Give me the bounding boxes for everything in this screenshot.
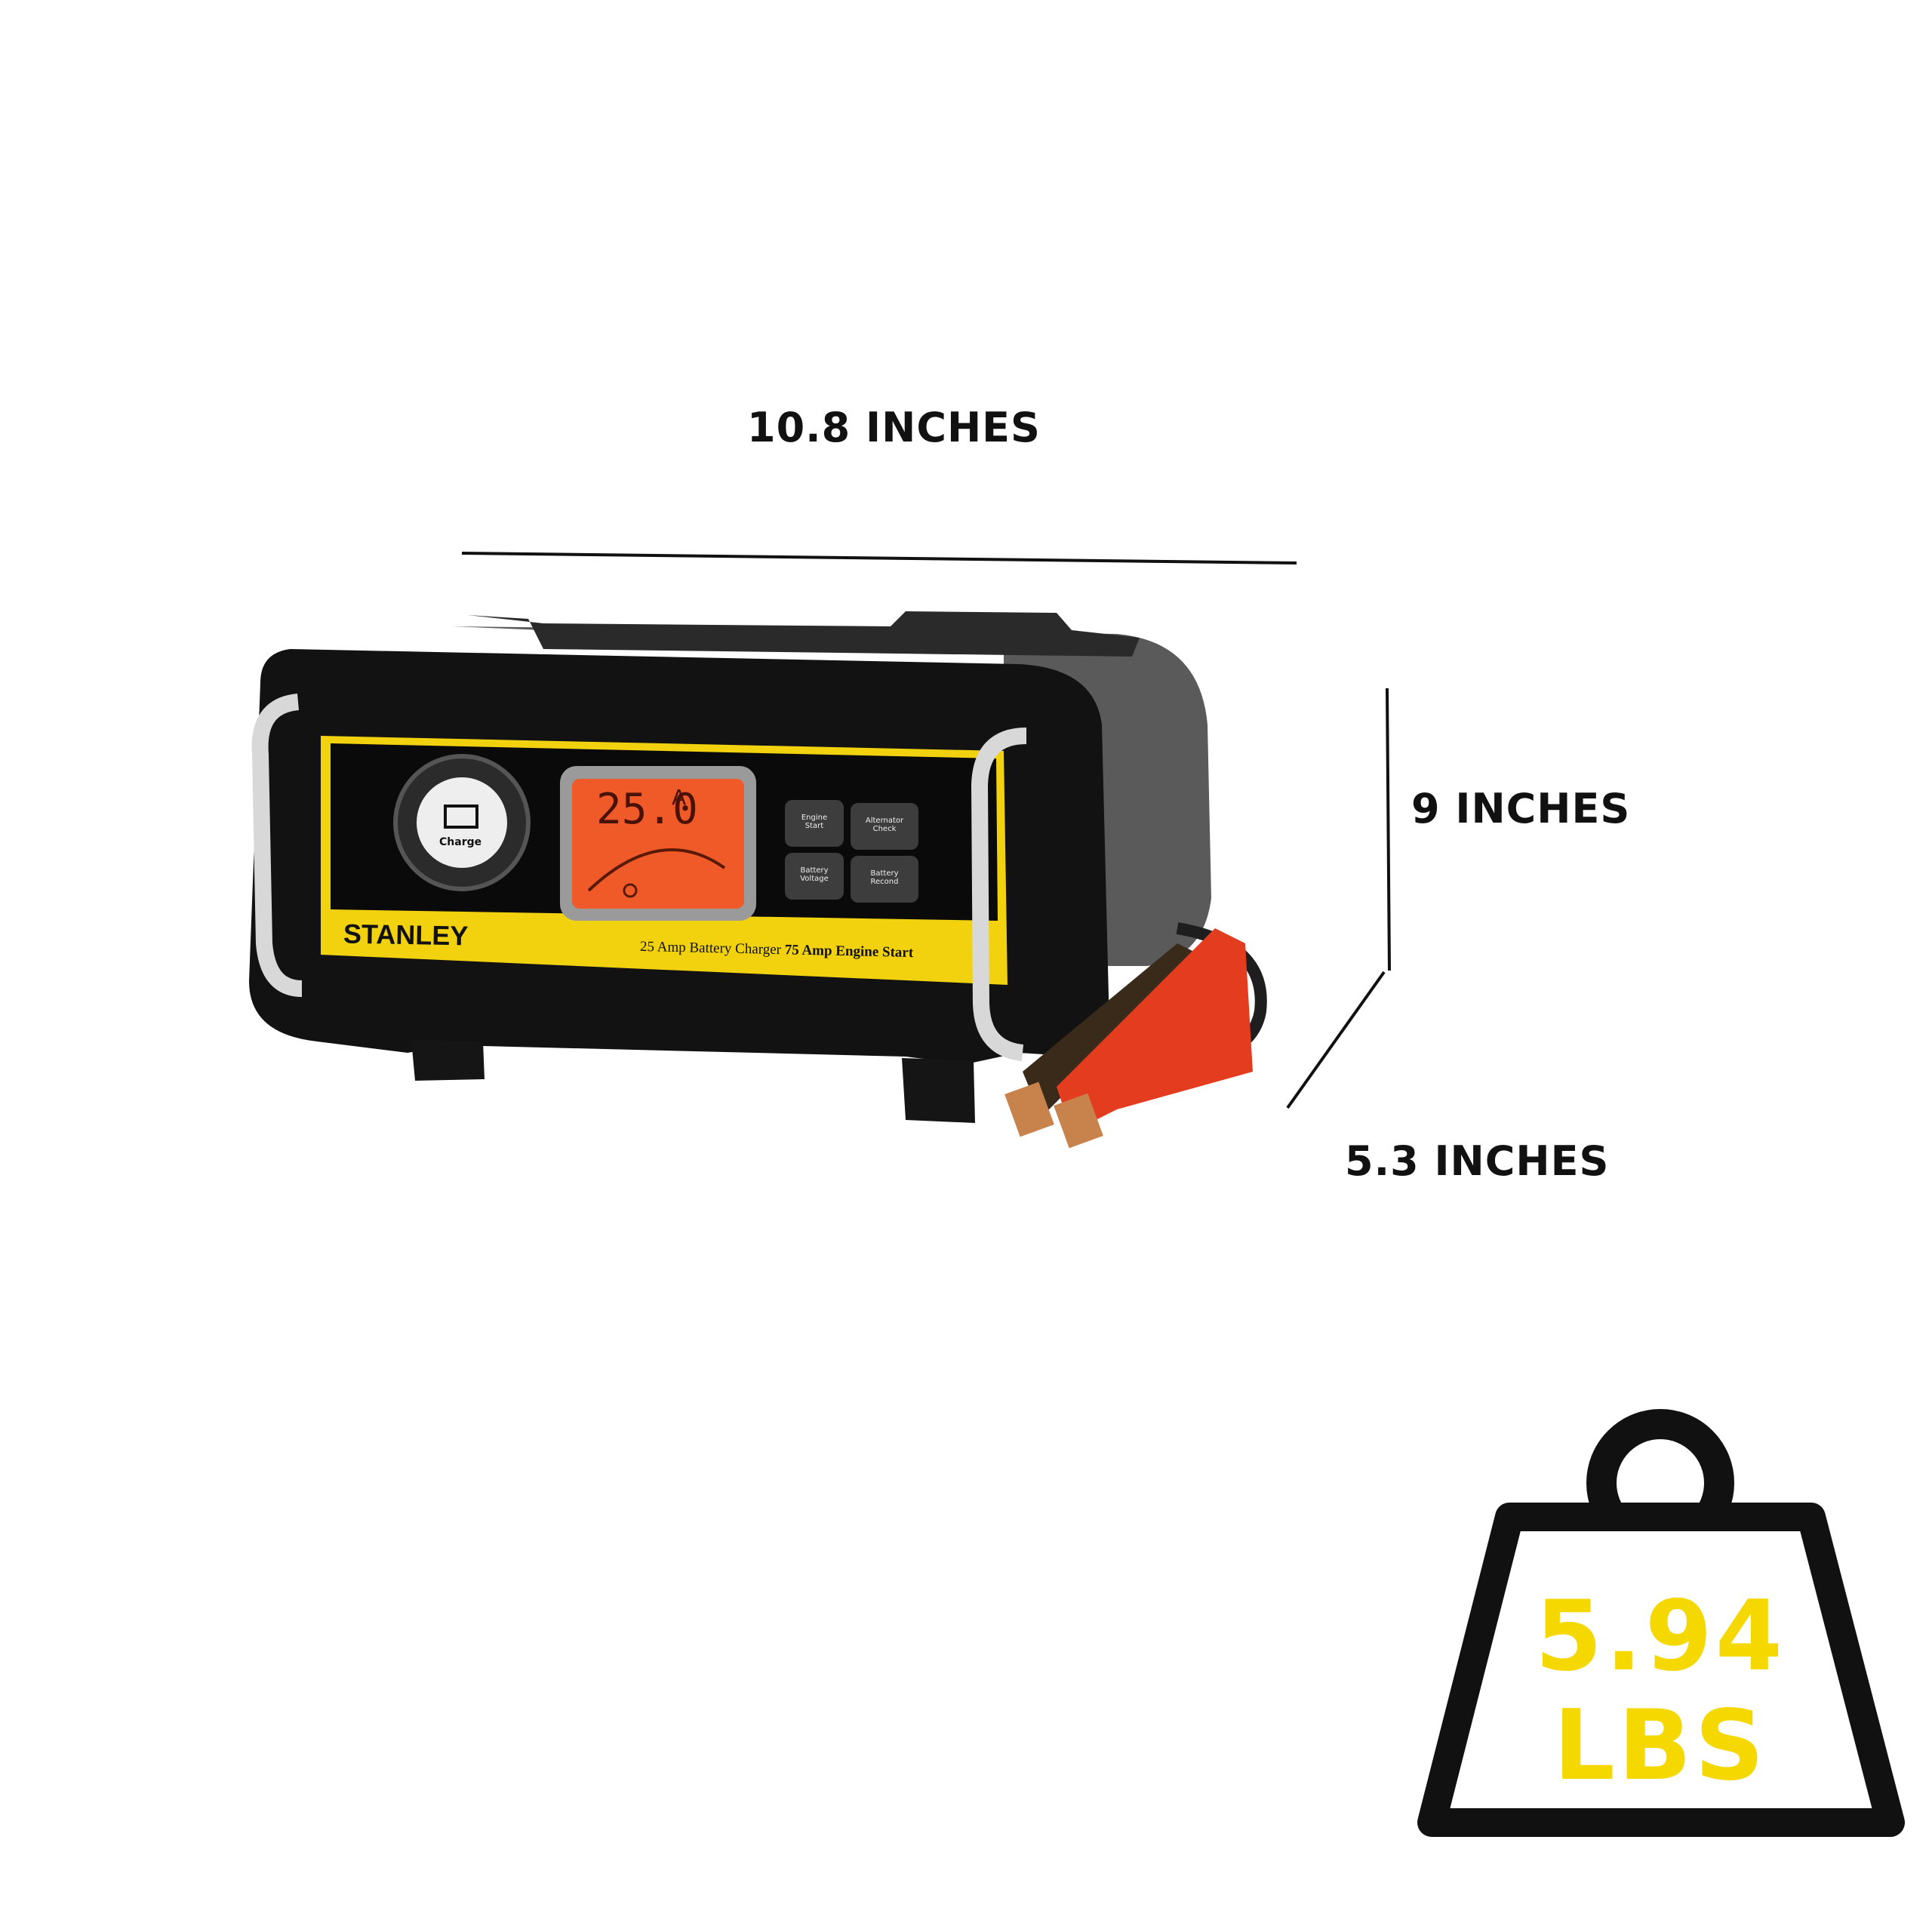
height-label: 9 INCHES xyxy=(1411,785,1631,832)
width-dimension-line xyxy=(461,552,1297,565)
width-label: 10.8 INCHES xyxy=(747,404,1041,451)
mode-label-line: Engine xyxy=(801,814,828,822)
red-clamp xyxy=(1057,928,1253,1132)
mode-label-line: Check xyxy=(872,825,897,833)
display-gauge-arc xyxy=(587,848,726,892)
height-dimension-line xyxy=(1386,688,1391,971)
display-screen xyxy=(572,779,744,909)
battery-icon xyxy=(444,804,478,829)
red-clamp-jaw xyxy=(1054,1093,1103,1149)
battery-voltage-label: Battery Voltage xyxy=(786,866,842,883)
display-gauge-hub xyxy=(623,883,638,898)
black-clamp-jaw xyxy=(1004,1081,1054,1137)
weight-value: 5.94 xyxy=(1535,1580,1786,1693)
mode-label-line: Start xyxy=(804,822,824,830)
display-reading: 25.0 xyxy=(596,785,698,834)
left-chrome-handle xyxy=(251,694,303,997)
battery-recond-label: Battery Recond xyxy=(852,869,917,886)
display-unit: A xyxy=(672,785,687,810)
left-foot xyxy=(411,1040,485,1081)
mode-label-line: Battery xyxy=(870,869,899,878)
engine-start-label: Engine Start xyxy=(786,814,842,830)
mode-label-line: Alternator xyxy=(865,817,904,825)
charge-button xyxy=(417,777,507,868)
right-foot xyxy=(902,1058,975,1123)
engine-start-button xyxy=(785,800,844,847)
charger-top-panel xyxy=(468,611,1140,657)
battery-recond-button xyxy=(851,856,918,903)
mode-label-line: Voltage xyxy=(800,875,829,883)
mode-label-line: Battery xyxy=(800,866,829,875)
alternator-check-button xyxy=(851,803,918,850)
right-chrome-handle xyxy=(971,728,1027,1061)
battery-voltage-button xyxy=(785,853,844,900)
weight-icon-body xyxy=(1417,1503,1905,1837)
depth-label: 5.3 INCHES xyxy=(1345,1137,1610,1185)
weight-unit: LBS xyxy=(1553,1690,1767,1802)
charge-button-label: Charge xyxy=(439,836,482,848)
depth-dimension-line xyxy=(1286,971,1386,1109)
alternator-check-label: Alternator Check xyxy=(852,817,917,833)
mode-label-line: Recond xyxy=(870,878,899,886)
